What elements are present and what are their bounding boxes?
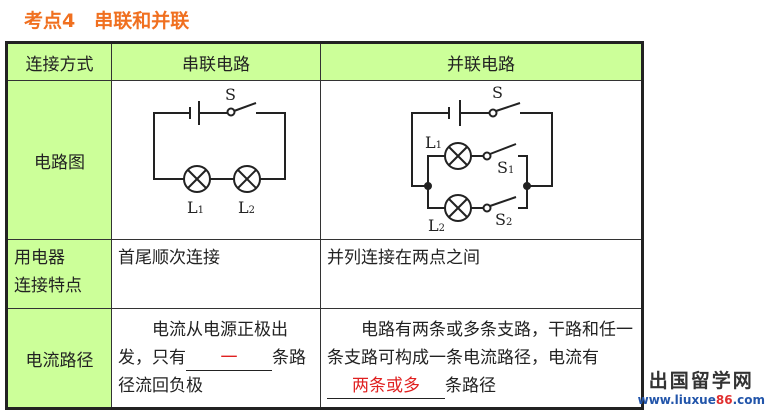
text: 条路径流回负极 [118,348,306,396]
lamp-icon [444,142,472,170]
lamp-icon [233,165,261,193]
switch-icon [488,108,498,118]
row-label-diagram: 电路图 [6,80,112,240]
watermark-title: 出国留学网 [648,370,754,392]
label-l2: L2 [238,198,255,217]
header-parallel: 并联电路 [320,42,643,81]
lamp-icon [444,194,472,222]
label-s: S [225,85,236,104]
label-s2: S2 [495,210,512,229]
series-circuit [153,101,286,193]
parallel-current-path: 电路有两条或多条支路，干路和任一条支路可构成一条电流路径，电流有两条或多条路径 [320,308,643,409]
watermark-url: www.liuxue86.com [637,393,765,407]
switch-icon [482,151,492,161]
label-s1: S1 [497,158,514,177]
row-label-features: 用电器连接特点 [6,239,112,309]
junction-dot [424,182,432,190]
switch-icon [482,203,492,213]
answer-blank: 一 [186,346,272,371]
series-feature: 首尾顺次连接 [111,239,321,309]
label-l2: L2 [428,216,445,235]
label-l1: L1 [187,198,204,217]
section-title: 考点4 串联和并联 [24,10,190,32]
label-line: 用电器 [14,248,65,268]
junction-dot [523,182,531,190]
parallel-circuit [411,100,553,222]
text: 条路径 [445,376,496,396]
series-current-path: 电流从电源正极出发，只有一条路径流回负极 [111,308,321,409]
answer-blank: 两条或多 [327,374,445,399]
watermark-logo: 出国留学网 www.liuxue86.com [638,366,765,407]
row-label-current-path: 电流路径 [6,308,112,409]
label-line: 连接特点 [14,276,82,296]
comparison-table: 连接方式 串联电路 并联电路 电路图 用电器连接特点 首尾顺次连接 并列连接在两… [5,41,644,410]
header-connection-type: 连接方式 [6,42,112,81]
label-s: S [492,83,503,102]
label-l1: L1 [425,133,442,152]
lamp-icon [183,165,211,193]
parallel-feature: 并列连接在两点之间 [320,239,643,309]
switch-icon [226,107,236,117]
text: 电流从电源正极出发，只有 [118,320,288,368]
text: 电路有两条或多条支路，干路和任一条支路可构成一条电流路径，电流有 [327,320,633,368]
parallel-diagram-cell [320,80,643,240]
